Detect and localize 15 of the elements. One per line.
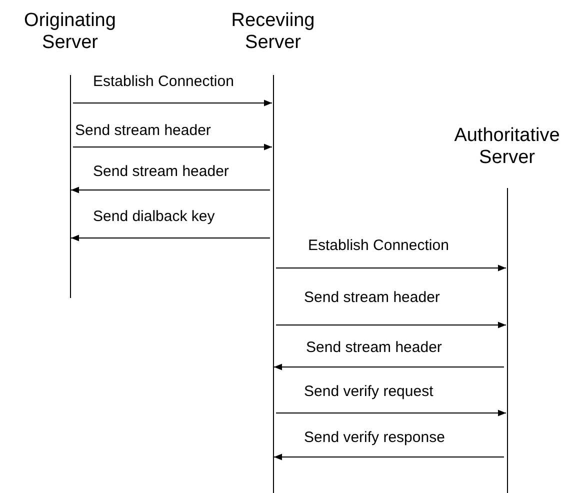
message-arrow: [274, 364, 504, 370]
message-arrow: [70, 234, 270, 242]
lifeline-title: Originating Server: [23, 10, 117, 54]
lifeline-title: Receviing Server: [230, 10, 316, 54]
message-arrow: [72, 100, 272, 106]
edge-label: Send verify response: [304, 429, 445, 447]
message-arrow: [276, 322, 506, 328]
edge-label: Send dialback key: [93, 208, 215, 226]
lifeline-title: Authoritative Server: [453, 125, 561, 169]
message-arrow: [274, 454, 504, 460]
message-arrow: [72, 144, 272, 150]
message-arrow: [276, 410, 506, 416]
message-arrow: [276, 264, 506, 272]
message-arrow: [70, 186, 270, 194]
edge-label: Send verify request: [304, 383, 434, 401]
